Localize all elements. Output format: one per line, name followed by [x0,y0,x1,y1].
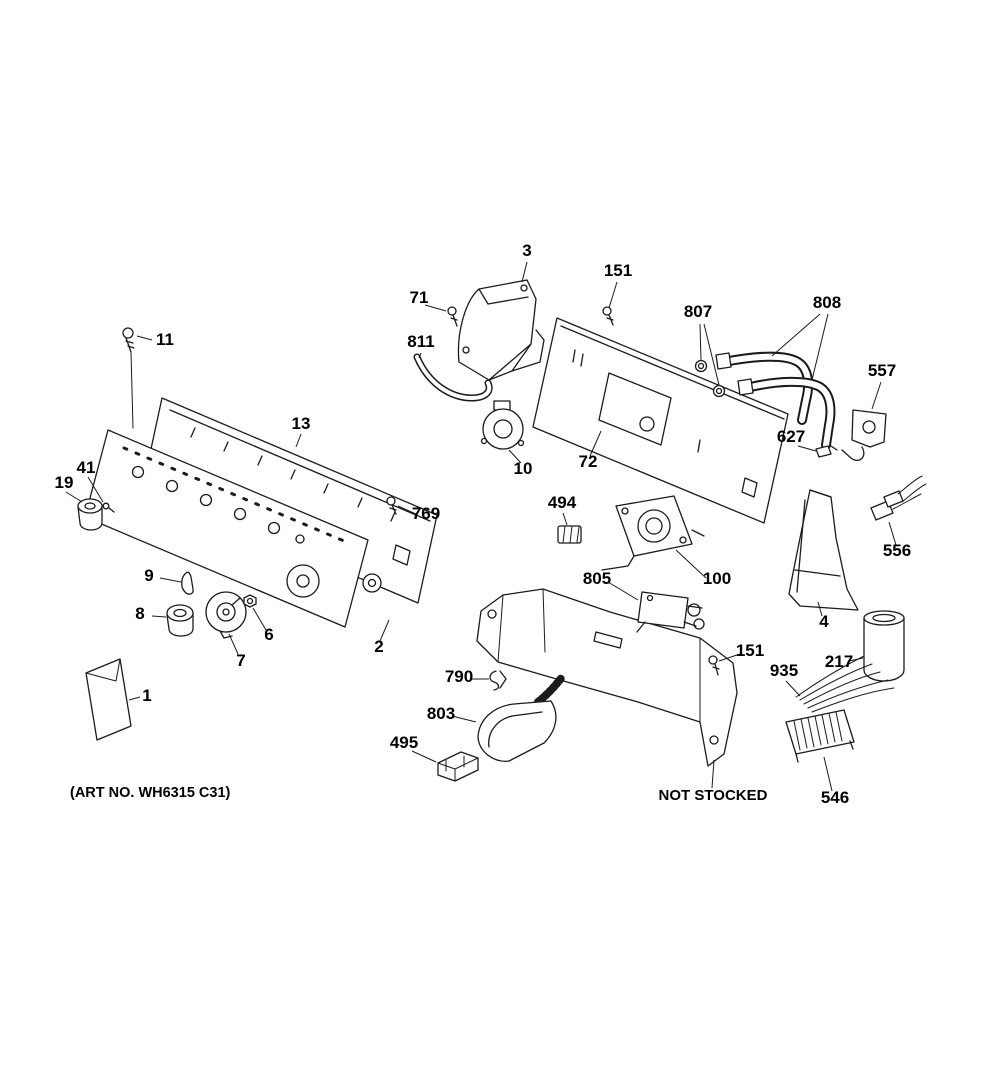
leader-lines [65,261,897,792]
part-label-19: 19 [55,473,74,492]
clip-627 [815,445,838,458]
clip-41 [102,502,115,513]
part-label-71: 71 [410,288,429,307]
nut-6 [243,594,257,608]
part-label-100: 100 [703,569,731,588]
part-label-1: 1 [142,686,151,705]
part-494 [557,525,582,544]
part-label-151-lower: 151 [736,641,764,660]
clip-790 [489,670,507,691]
part-label-6: 6 [264,625,273,644]
screw-151-top [602,306,614,326]
connector-495 [437,751,479,782]
clip-9 [181,571,194,595]
knob-8 [166,604,194,637]
hot-cold-hoses-808 [715,351,836,450]
screw-769 [386,496,397,515]
part-label-803: 803 [427,704,455,723]
part-label-808: 808 [813,293,841,312]
part-label-4: 4 [819,612,829,631]
screw-11 [122,327,135,429]
hose-811 [413,353,493,402]
part-labels: 3 151 71 808 807 11 811 557 13 627 72 10… [55,241,912,807]
not-stocked-note: NOT STOCKED [659,787,768,804]
part-label-811: 811 [407,332,434,351]
part-label-72: 72 [579,452,598,471]
dial-7 [205,591,247,639]
part-label-11: 11 [156,330,174,349]
screw-151-lower [708,655,720,676]
part-label-2: 2 [374,637,383,656]
connector-556 [870,475,927,521]
part-label-790: 790 [445,667,473,686]
art-number: (ART NO. WH6315 C31) [70,785,231,801]
part-label-217: 217 [825,652,853,671]
lower-bracket-not-stocked [476,588,738,767]
part-label-807: 807 [684,302,712,321]
part-label-151-top: 151 [604,261,632,280]
part-label-3: 3 [522,241,531,260]
knob-19 [77,498,103,531]
switch-557 [841,409,887,462]
part-label-494: 494 [548,493,577,512]
instruction-sheet-1 [85,658,132,741]
part-label-495: 495 [390,733,418,752]
part-label-7: 7 [236,651,245,670]
rear-panel-72 [532,317,789,524]
valve-805 [636,591,705,633]
part-label-41: 41 [77,458,96,477]
part-label-769: 769 [412,504,440,523]
part-label-935: 935 [770,661,798,680]
bracket-4 [788,489,859,611]
cover-803 [477,673,566,762]
part-label-557: 557 [868,361,896,380]
screw-71 [447,306,458,327]
wire-harness-935 [795,655,895,713]
water-valve-100 [601,495,705,571]
part-label-10: 10 [514,459,533,478]
part-label-627: 627 [777,427,805,446]
capacitor-217 [863,610,905,682]
part-label-805: 805 [583,569,611,588]
part-label-546: 546 [821,788,849,807]
switch-10 [480,400,525,450]
part-label-556: 556 [883,541,911,560]
hose-washers-807 [694,359,726,398]
part-label-9: 9 [144,566,153,585]
part-label-8: 8 [135,604,144,623]
bracket-3 [457,279,545,381]
part-label-13: 13 [292,414,311,433]
terminal-block-546 [785,709,855,763]
control-panel-front [84,429,369,628]
